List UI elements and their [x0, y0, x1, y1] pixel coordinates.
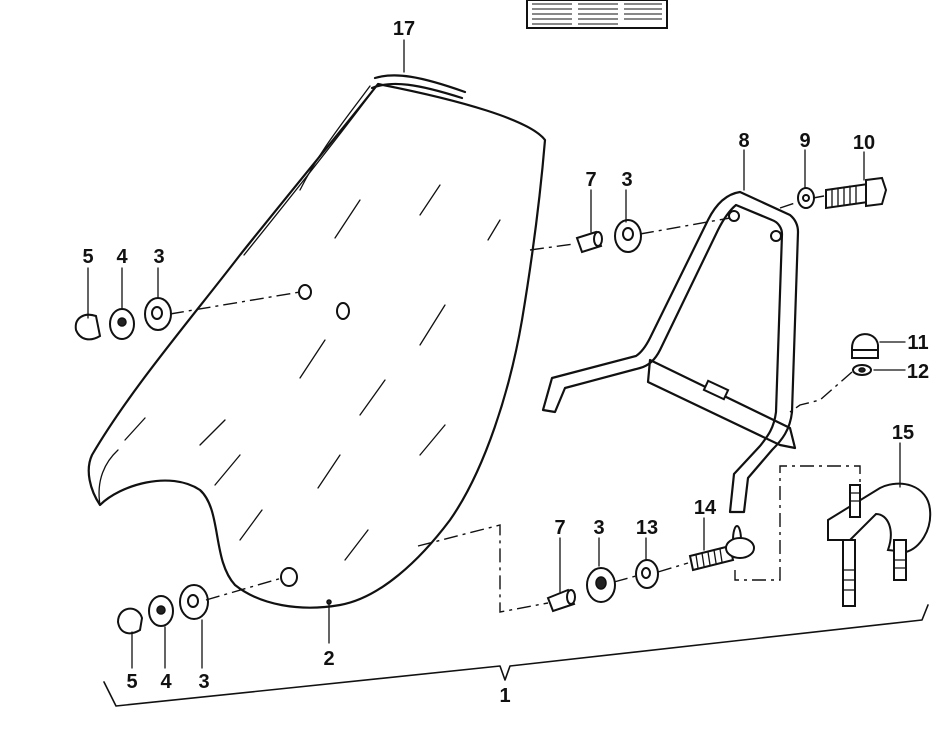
cropped-grille-fragment — [526, 0, 668, 29]
assembly-bracket-part-1 — [103, 604, 929, 707]
callout-2: 2 — [323, 648, 334, 670]
acorn-nut-part-5-top — [74, 313, 102, 341]
callout-leader-lines — [87, 39, 906, 669]
spacer-part-7-top — [575, 230, 603, 254]
callout-3-left-top: 3 — [153, 246, 164, 268]
callout-4-bottom: 4 — [160, 671, 172, 693]
callout-3-bottom: 3 — [593, 517, 604, 539]
callout-12: 12 — [907, 361, 929, 383]
callout-13: 13 — [636, 517, 658, 539]
bolt-part-10 — [825, 176, 888, 210]
washer-part-9 — [797, 187, 815, 209]
grommet-part-3-bottom — [586, 567, 616, 603]
callout-11: 11 — [907, 332, 928, 354]
grommet-part-3-left-bottom — [179, 584, 209, 620]
edge-strip-part-17 — [299, 74, 467, 191]
acorn-nut-part-5-bottom — [116, 607, 144, 635]
callout-9: 9 — [799, 130, 810, 152]
callout-8: 8 — [738, 130, 749, 152]
callout-4-top: 4 — [116, 246, 128, 268]
callout-7-top: 7 — [585, 169, 596, 191]
grommet-part-3-top — [614, 219, 642, 253]
callout-3-left-bottom: 3 — [198, 671, 209, 693]
callout-7-bottom: 7 — [554, 517, 565, 539]
assembly-leader-lines — [169, 195, 861, 613]
callout-14: 14 — [694, 497, 717, 519]
grommet-part-3-left-top — [144, 297, 172, 331]
callout-10: 10 — [853, 132, 875, 154]
washer-part-4-bottom — [148, 595, 174, 627]
callout-1: 1 — [499, 685, 510, 707]
clamp-part-15 — [827, 482, 932, 607]
bracket-frame-part-8 — [541, 190, 800, 555]
washer-part-12 — [852, 364, 872, 376]
spacer-part-7-bottom — [546, 588, 576, 613]
nut-part-13 — [635, 559, 659, 589]
threaded-bolt-part-14 — [688, 537, 755, 572]
callout-17: 17 — [393, 18, 415, 40]
washer-part-4-top — [109, 308, 135, 340]
acorn-nut-part-11 — [851, 333, 879, 359]
callout-15: 15 — [892, 422, 914, 444]
callout-5-top: 5 — [82, 246, 93, 268]
callout-3-top: 3 — [621, 169, 632, 191]
callout-5-bottom: 5 — [126, 671, 137, 693]
windshield-shape — [87, 82, 547, 609]
